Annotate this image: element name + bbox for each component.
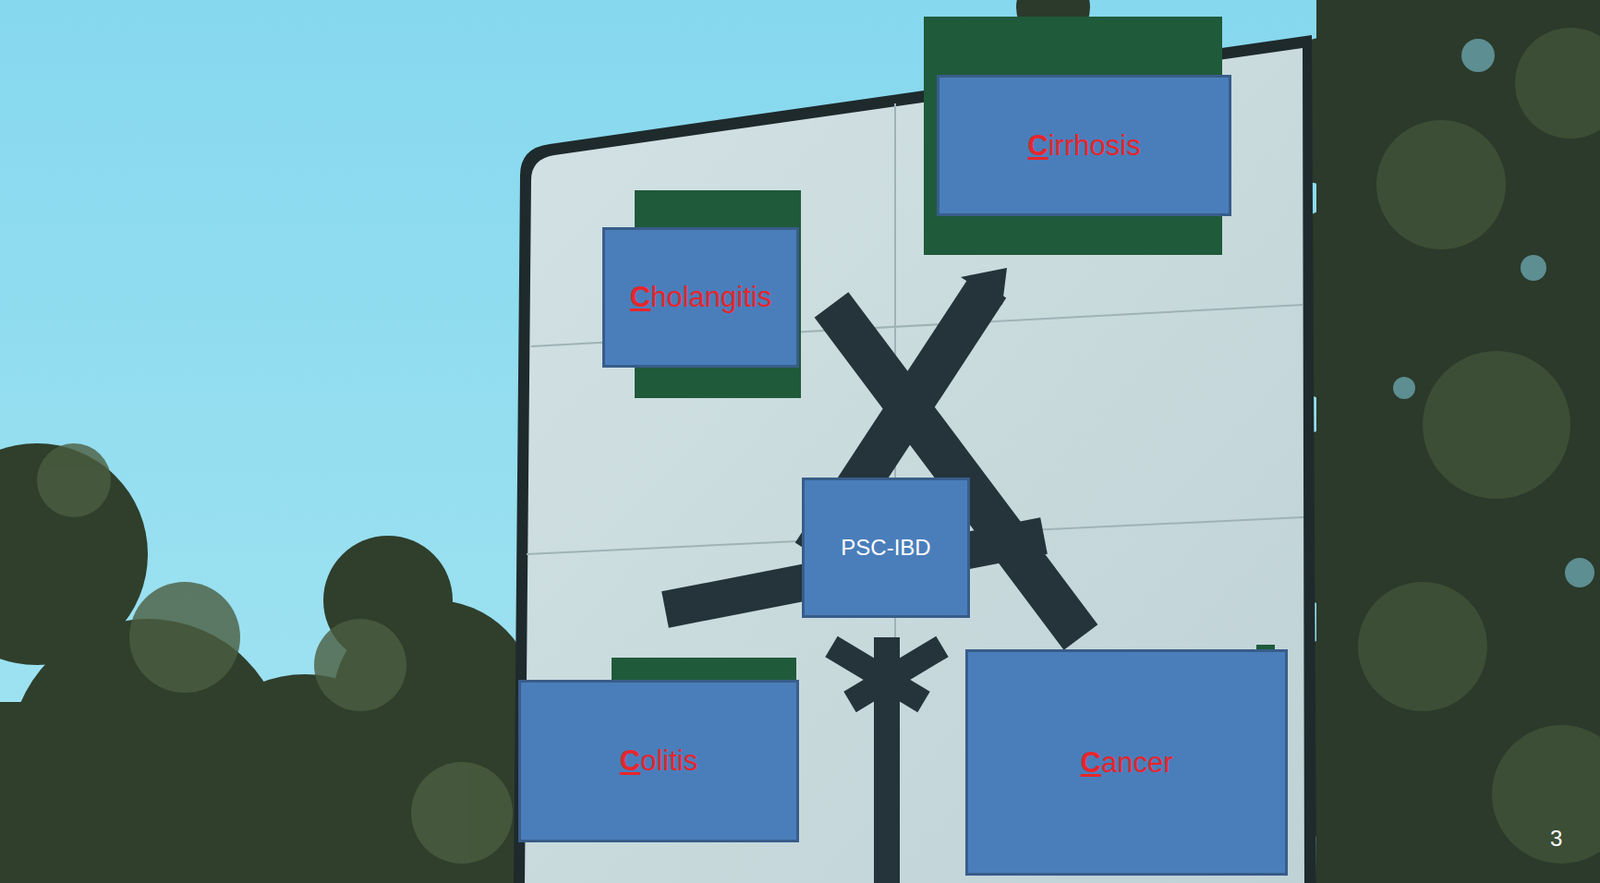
box-label: Colitis	[619, 744, 698, 778]
box-label: Cancer	[1080, 746, 1174, 780]
box-label: Cholangitis	[630, 280, 772, 315]
condition-box: Cirrhosis	[936, 74, 1232, 217]
center-box: PSC-IBD	[801, 477, 970, 619]
condition-box: Cancer	[965, 649, 1288, 876]
box-label: PSC-IBD	[840, 534, 931, 561]
box-label: Cirrhosis	[1027, 129, 1140, 163]
condition-box: Colitis	[518, 679, 800, 843]
slide-number: 3	[1550, 825, 1563, 852]
condition-box: Cholangitis	[602, 227, 800, 368]
